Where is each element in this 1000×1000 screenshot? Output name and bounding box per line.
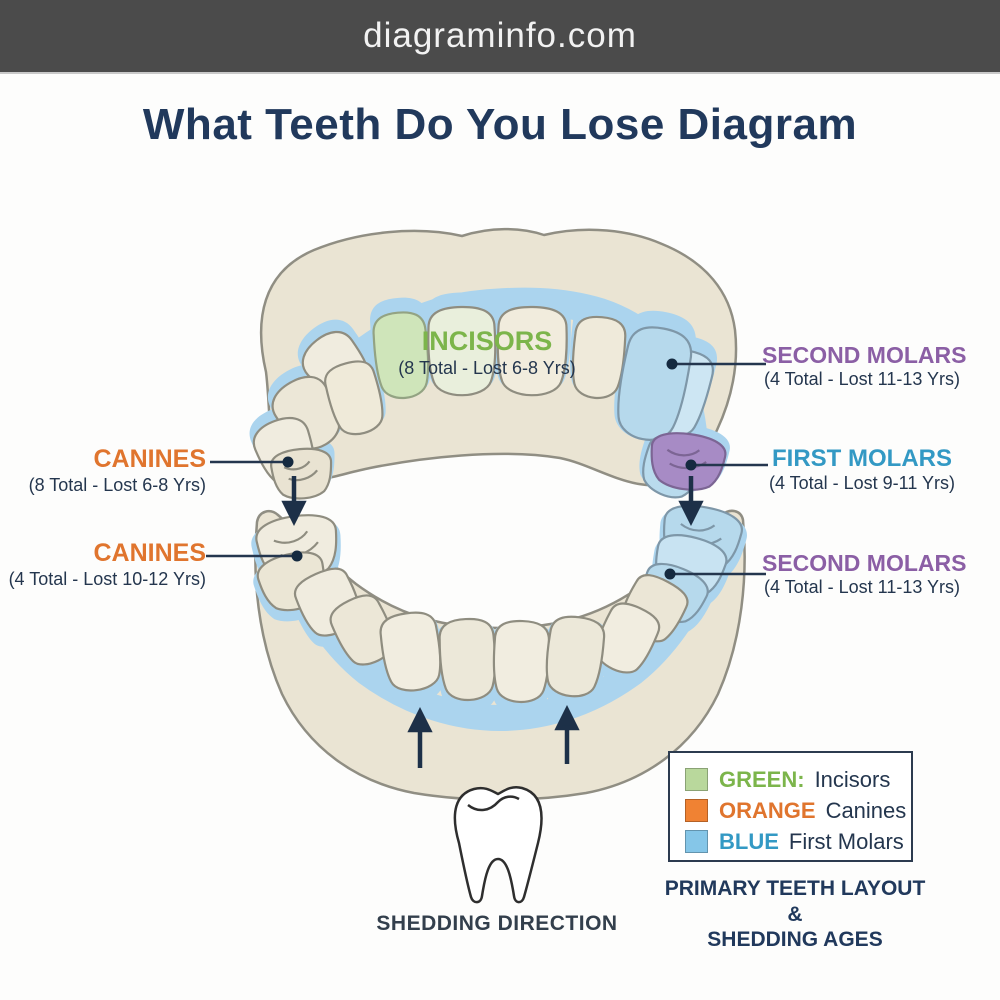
label-incisors: INCISORS (8 Total - Lost 6-8 Yrs) bbox=[332, 326, 642, 379]
site-name: diagraminfo.com bbox=[363, 16, 637, 55]
legend-swatch-blue bbox=[685, 830, 708, 853]
legend-tooth-type-incisors: Incisors bbox=[814, 766, 891, 792]
legend-swatch-orange bbox=[685, 799, 708, 822]
label-canines-upper: CANINES (8 Total - Lost 6-8 Yrs) bbox=[0, 445, 206, 496]
legend-tooth-type-first-molars: First Molars bbox=[788, 828, 904, 854]
label-first-molars-name: FIRST MOLARS bbox=[772, 445, 952, 472]
legend-color-word-orange: ORANGE bbox=[719, 797, 816, 823]
legend-item-blue: BLUE First Molars bbox=[685, 826, 911, 857]
legend-color-word-green: GREEN: bbox=[719, 766, 805, 792]
lower-arch-illustration bbox=[248, 499, 751, 801]
callout-dots bbox=[282, 358, 697, 580]
upper-arch-illustration bbox=[243, 227, 738, 507]
label-second-molars-upper-detail: (4 Total - Lost 11-13 Yrs) bbox=[763, 369, 961, 390]
label-first-molars: FIRST MOLARS (4 Total - Lost 9-11 Yrs) bbox=[762, 445, 962, 495]
legend-box: GREEN: Incisors ORANGE Canines BLUE Firs… bbox=[668, 751, 913, 862]
diagram-caption: PRIMARY TEETH LAYOUT & SHEDDING AGES bbox=[655, 876, 935, 953]
tooth-icon bbox=[453, 786, 543, 904]
label-incisors-detail: (8 Total - Lost 6-8 Yrs) bbox=[398, 357, 576, 378]
label-canines-upper-name: CANINES bbox=[93, 445, 206, 473]
shedding-direction-label: SHEDDING DIRECTION bbox=[376, 912, 618, 935]
label-canines-lower-detail: (4 Total - Lost 10-12 Yrs) bbox=[8, 568, 206, 589]
diagram-caption-line1: PRIMARY TEETH LAYOUT & bbox=[664, 877, 926, 926]
page-title: What Teeth Do You Lose Diagram bbox=[142, 100, 858, 149]
label-canines-lower-name: CANINES bbox=[93, 539, 206, 567]
callout-connectors bbox=[206, 362, 768, 576]
label-canines-lower: CANINES (4 Total - Lost 10-12 Yrs) bbox=[0, 539, 206, 590]
site-banner: diagraminfo.com bbox=[0, 0, 1000, 72]
label-second-molars-upper-name: SECOND MOLARS bbox=[762, 342, 967, 368]
label-first-molars-detail: (4 Total - Lost 9-11 Yrs) bbox=[768, 473, 956, 494]
legend-tooth-type-canines: Canines bbox=[825, 797, 907, 823]
label-second-molars-upper: SECOND MOLARS (4 Total - Lost 11-13 Yrs) bbox=[762, 342, 967, 391]
legend-item-orange: ORANGE Canines bbox=[685, 795, 911, 826]
label-incisors-name: INCISORS bbox=[421, 326, 553, 356]
diagram-caption-line2: SHEDDING AGES bbox=[707, 928, 883, 952]
legend-color-word-blue: BLUE bbox=[719, 828, 779, 854]
label-second-molars-lower-detail: (4 Total - Lost 11-13 Yrs) bbox=[763, 577, 961, 598]
legend-swatch-green bbox=[685, 768, 708, 791]
label-second-molars-lower: SECOND MOLARS (4 Total - Lost 11-13 Yrs) bbox=[762, 550, 967, 599]
shedding-arrows bbox=[281, 476, 704, 768]
legend-item-green: GREEN: Incisors bbox=[685, 764, 911, 795]
label-second-molars-lower-name: SECOND MOLARS bbox=[762, 550, 967, 576]
label-canines-upper-detail: (8 Total - Lost 6-8 Yrs) bbox=[28, 474, 206, 495]
